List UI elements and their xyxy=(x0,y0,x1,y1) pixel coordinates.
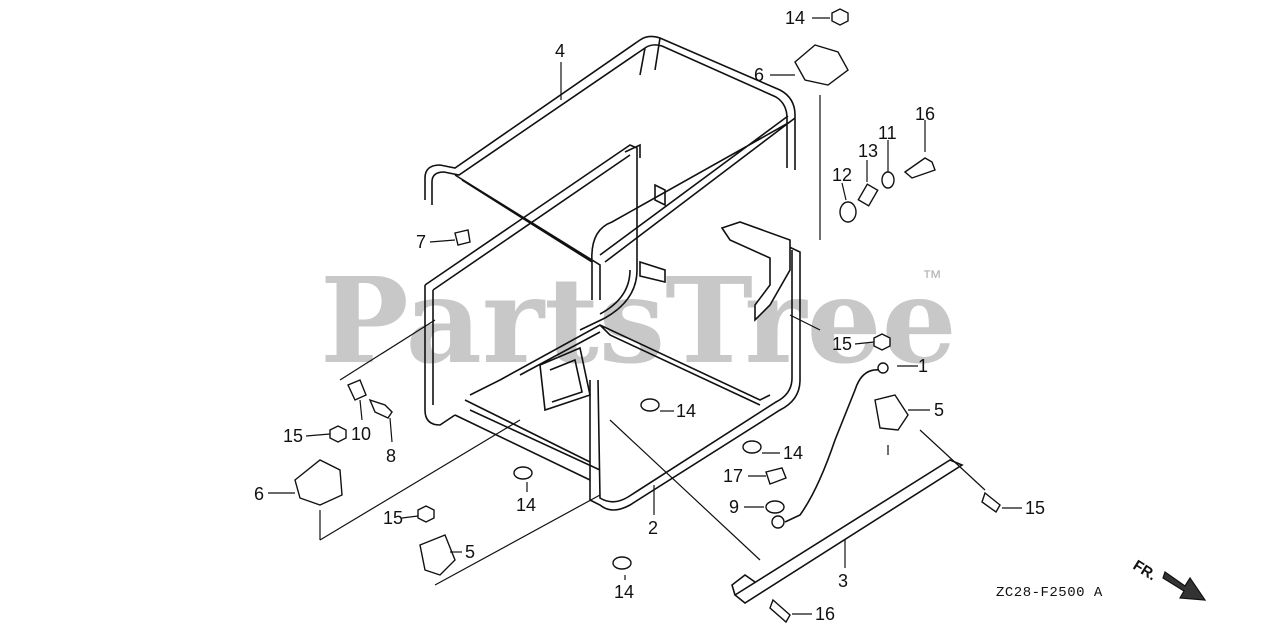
callout-16-right: 15 xyxy=(1025,498,1045,518)
spacer-13 xyxy=(857,183,879,207)
callout-15-top: 14 xyxy=(785,8,805,28)
callout-14-d: 14 xyxy=(614,582,634,602)
callout-14-a: 14 xyxy=(676,401,696,421)
top-handle-frame xyxy=(424,35,796,300)
callout-18: 17 xyxy=(723,466,743,486)
front-arrow-icon xyxy=(1162,571,1207,601)
washer-11 xyxy=(881,171,895,189)
right-side-frame xyxy=(589,244,801,511)
trademark-symbol: ™ xyxy=(922,267,942,289)
bracket-10 xyxy=(347,379,367,401)
washer-9 xyxy=(765,500,785,514)
front-direction-indicator: FR. xyxy=(1130,557,1207,601)
callout-12: 12 xyxy=(832,165,852,185)
hardware-parts xyxy=(294,8,1001,624)
callout-6-top: 6 xyxy=(754,65,764,85)
rubber-mount-6-left xyxy=(294,459,343,506)
callout-5-bottom: 5 xyxy=(465,542,475,562)
callout-15-right: 15 xyxy=(832,334,852,354)
bolt-17 xyxy=(903,157,936,179)
watermark-text: PartsTree xyxy=(320,251,957,390)
grommet-14-d xyxy=(612,556,632,570)
drawing-code: ZC28-F2500 A xyxy=(996,585,1103,601)
nut-15-bottom xyxy=(417,505,435,523)
bolt-8 xyxy=(368,398,393,419)
callout-5-right: 5 xyxy=(934,400,944,420)
bolt-16-right xyxy=(981,491,1001,514)
frame-assembly xyxy=(424,35,801,511)
nut-15-right xyxy=(873,333,891,351)
grommet-14-c xyxy=(513,466,533,480)
clip-7 xyxy=(454,229,471,246)
callout-3: 3 xyxy=(838,571,848,591)
callout-6-left: 6 xyxy=(254,484,264,504)
callout-7: 7 xyxy=(416,232,426,252)
bolt-18 xyxy=(765,467,787,485)
callout-16-bottom: 16 xyxy=(815,604,835,624)
callout-8: 8 xyxy=(386,446,396,466)
bottom-crossbar xyxy=(731,459,964,604)
callout-13: 13 xyxy=(858,141,878,161)
frame-tabs xyxy=(624,143,666,284)
grommet-14-b xyxy=(742,440,762,454)
grommet-14-a xyxy=(640,398,660,412)
callout-15-left: 15 xyxy=(283,426,303,446)
callout-14-c: 14 xyxy=(516,495,536,515)
left-side-frame xyxy=(424,144,638,426)
callout-15-bottom: 15 xyxy=(383,508,403,528)
rubber-mount-6-top xyxy=(794,44,849,86)
collar-12 xyxy=(839,201,857,223)
callout-4: 4 xyxy=(555,41,565,61)
callout-11: 11 xyxy=(878,123,897,143)
front-label: FR. xyxy=(1130,557,1160,584)
callout-14-b: 14 xyxy=(783,443,803,463)
rubber-mount-5-bottom xyxy=(419,534,456,576)
center-mount-bracket xyxy=(539,346,591,412)
rubber-mount-5-right xyxy=(874,394,909,431)
callout-9: 9 xyxy=(729,497,739,517)
leader-lines xyxy=(268,17,1022,615)
wire-terminal-top xyxy=(877,362,889,374)
callout-1: 1 xyxy=(918,356,928,376)
ground-wire xyxy=(784,369,881,523)
base-rails xyxy=(454,324,771,481)
watermark: PartsTree ™ xyxy=(320,251,957,390)
callout-17: 16 xyxy=(915,104,935,124)
wire-terminal-bottom xyxy=(771,515,785,529)
callout-10: 10 xyxy=(351,424,371,444)
callout-2: 2 xyxy=(648,518,658,538)
nut-15-left xyxy=(329,425,347,443)
bolt-16-bottom xyxy=(769,598,791,624)
nut-15-top xyxy=(831,8,849,26)
right-panel-bracket xyxy=(720,221,791,322)
callout-labels: 1 2 3 4 5 5 6 6 7 8 9 10 11 12 13 14 14 … xyxy=(254,8,1045,624)
